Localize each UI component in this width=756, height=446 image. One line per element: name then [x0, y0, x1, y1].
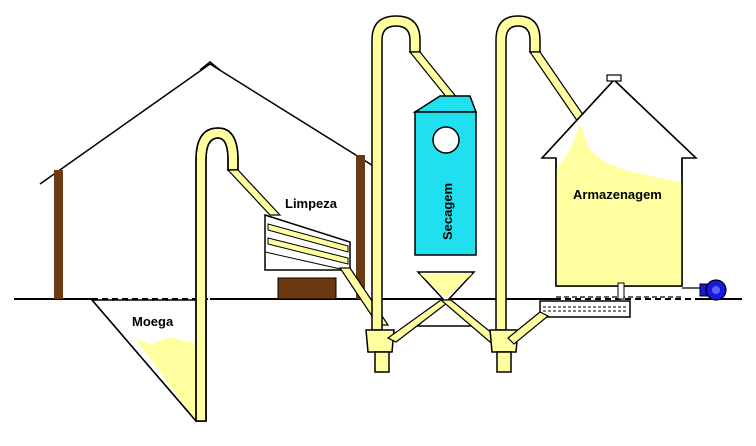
- dryer: Secagem: [386, 95, 500, 343]
- main-shed: [39, 61, 376, 299]
- moega-hopper: Moega: [90, 299, 207, 422]
- unloading-conveyor: [539, 300, 631, 318]
- elevator-1: [195, 127, 282, 422]
- moega-label: Moega: [132, 314, 174, 329]
- elevator-3: [489, 15, 590, 373]
- armazenagem-label: Armazenagem: [573, 187, 662, 202]
- elevator-2: [365, 15, 464, 373]
- storage-building: Armazenagem: [507, 74, 698, 345]
- dryer-window: [432, 126, 460, 154]
- shed-post-right: [356, 155, 365, 299]
- roof-vent-icon: [606, 74, 622, 82]
- cleaner-machine: Limpeza: [264, 196, 390, 326]
- cleaner-base: [277, 277, 337, 300]
- secagem-label: Secagem: [440, 183, 455, 240]
- shed-post-left: [54, 170, 63, 299]
- limpeza-label: Limpeza: [285, 196, 338, 211]
- blower-fan-icon: [682, 279, 727, 301]
